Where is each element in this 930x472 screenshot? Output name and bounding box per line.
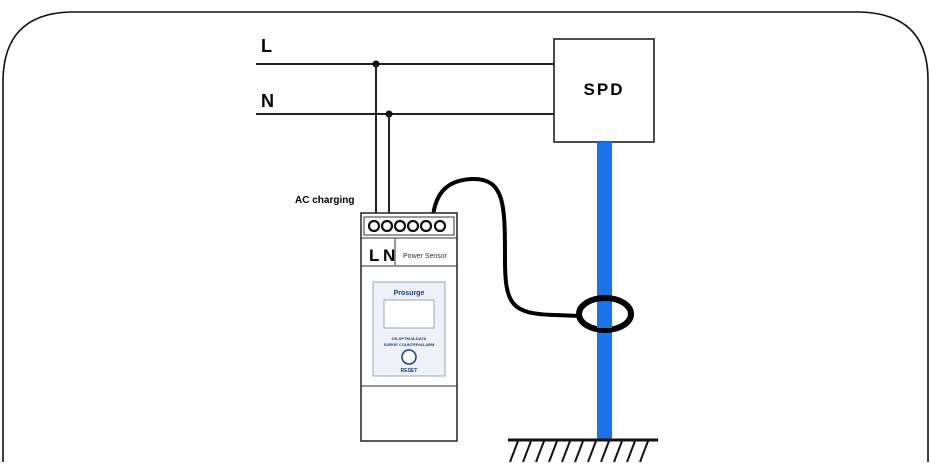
spd-label: SPD bbox=[584, 80, 625, 99]
device-model-label: CN-SPTM-M-DATA bbox=[392, 336, 427, 341]
terminal-sensor-label: Power Sensor bbox=[403, 253, 448, 260]
reset-button-icon bbox=[401, 349, 417, 365]
current-transformer-icon bbox=[576, 295, 634, 333]
terminal-n-label: N bbox=[383, 246, 395, 265]
ac-charging-label: AC charging bbox=[295, 195, 354, 206]
reset-label: RESET bbox=[401, 368, 418, 374]
device-function-label: SURGE COUNTER/ALARM bbox=[384, 342, 435, 347]
ground-conductor bbox=[597, 142, 612, 440]
sensor-cable bbox=[431, 176, 581, 318]
outer-frame bbox=[2, 11, 929, 462]
ground-symbol-icon bbox=[508, 438, 658, 463]
device-brand-label: Prosurge bbox=[394, 290, 425, 297]
line-l-label: L bbox=[261, 36, 272, 56]
spd-box bbox=[553, 38, 655, 143]
device-display bbox=[383, 299, 435, 329]
terminal-l-label: L bbox=[369, 246, 379, 265]
surge-counter-device: L N Power Sensor Prosurge CN-SPTM-M-DATA… bbox=[360, 212, 458, 442]
line-n-label: N bbox=[261, 91, 274, 111]
